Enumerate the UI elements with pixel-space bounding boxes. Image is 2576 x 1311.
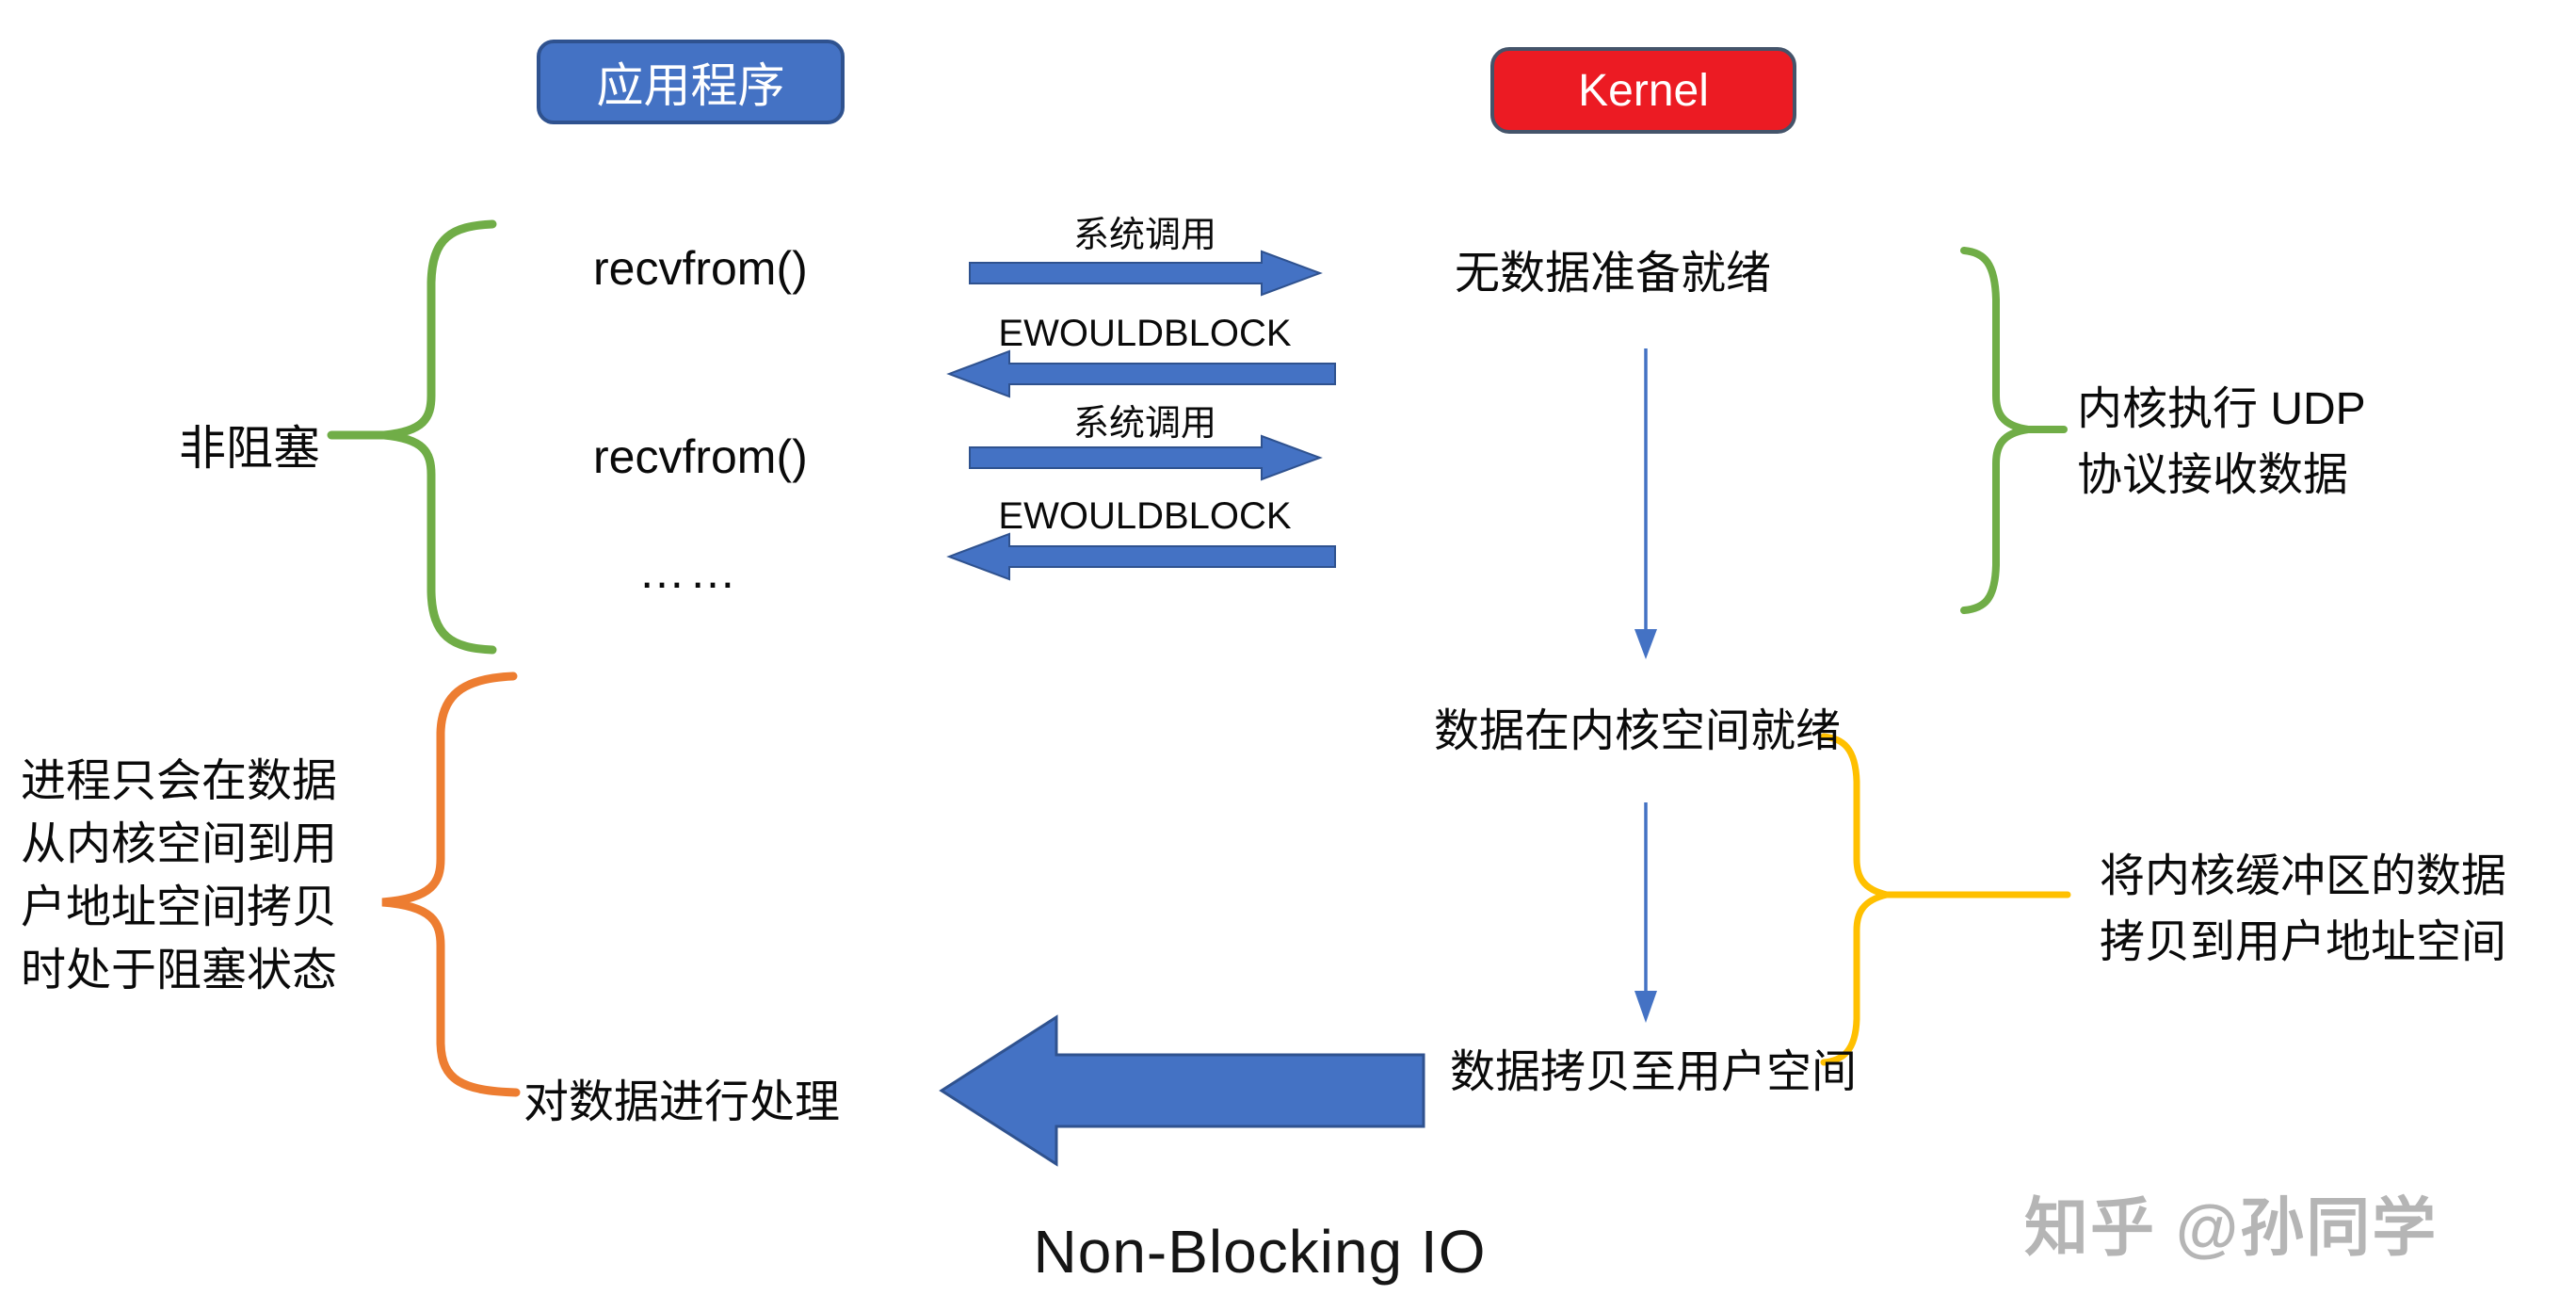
kernel-state-no-data: 无数据准备就绪 bbox=[1455, 249, 1772, 299]
diagram-title: Non-Blocking IO bbox=[1033, 1218, 1487, 1286]
kernel-copy-down-arrowhead-icon bbox=[1634, 991, 1657, 1023]
blocking-note-line: 时处于阻塞状态 bbox=[21, 946, 338, 995]
syscall-right-arrow-icon bbox=[969, 250, 1323, 297]
syscall-right-arrow-icon bbox=[969, 434, 1323, 481]
copy-to-user-note: 将内核缓冲区的数据 拷贝到用户地址空间 bbox=[2100, 844, 2506, 976]
ewouldblock-label-2: EWOULDBLOCK bbox=[998, 495, 1292, 537]
application-box-label: 应用程序 bbox=[596, 59, 785, 112]
copy-right-brace-icon bbox=[1820, 733, 1888, 1066]
kernel-box: Kernel bbox=[1490, 47, 1796, 134]
blocking-left-brace-icon bbox=[381, 672, 521, 1097]
kernel-udp-note-line: 协议接收数据 bbox=[2077, 450, 2349, 500]
recvfrom-call-2: recvfrom() bbox=[593, 430, 808, 483]
kernel-udp-right-brace-icon bbox=[1960, 247, 2029, 614]
repeat-ellipsis: …… bbox=[638, 545, 740, 598]
blocking-note-line: 进程只会在数据 bbox=[21, 756, 338, 806]
kernel-state-data-ready: 数据在内核空间就绪 bbox=[1434, 706, 1842, 756]
copy-to-user-note-line: 将内核缓冲区的数据 bbox=[2100, 851, 2507, 901]
kernel-udp-note-line: 内核执行 UDP bbox=[2077, 384, 2366, 434]
blocking-note: 进程只会在数据 从内核空间到用 户地址空间拷贝 时处于阻塞状态 bbox=[21, 750, 337, 1002]
process-data-label: 对数据进行处理 bbox=[523, 1077, 841, 1127]
kernel-wait-down-arrowhead-icon bbox=[1634, 629, 1657, 659]
ewouldblock-label-1: EWOULDBLOCK bbox=[998, 313, 1292, 354]
kernel-box-label: Kernel bbox=[1578, 65, 1709, 116]
copy-to-user-note-line: 拷贝到用户地址空间 bbox=[2100, 917, 2507, 967]
recvfrom-call-1: recvfrom() bbox=[593, 242, 808, 295]
syscall-label-1: 系统调用 bbox=[1072, 216, 1216, 255]
ewouldblock-left-arrow-icon bbox=[946, 532, 1336, 581]
kernel-udp-note: 内核执行 UDP 协议接收数据 bbox=[2077, 377, 2366, 509]
copy-to-user-big-left-arrow-icon bbox=[939, 1014, 1425, 1167]
kernel-state-data-copied: 数据拷贝至用户空间 bbox=[1450, 1047, 1858, 1097]
ewouldblock-left-arrow-icon bbox=[946, 349, 1336, 398]
nonblocking-left-brace-icon bbox=[383, 219, 497, 655]
blocking-note-line: 从内核空间到用 bbox=[21, 819, 338, 869]
nonblocking-phase-label: 非阻塞 bbox=[179, 422, 320, 475]
zhihu-watermark: 知乎 @孙同学 bbox=[2024, 1192, 2439, 1264]
blocking-note-line: 户地址空间拷贝 bbox=[21, 882, 338, 932]
syscall-label-2: 系统调用 bbox=[1072, 404, 1216, 444]
application-box: 应用程序 bbox=[537, 40, 845, 124]
